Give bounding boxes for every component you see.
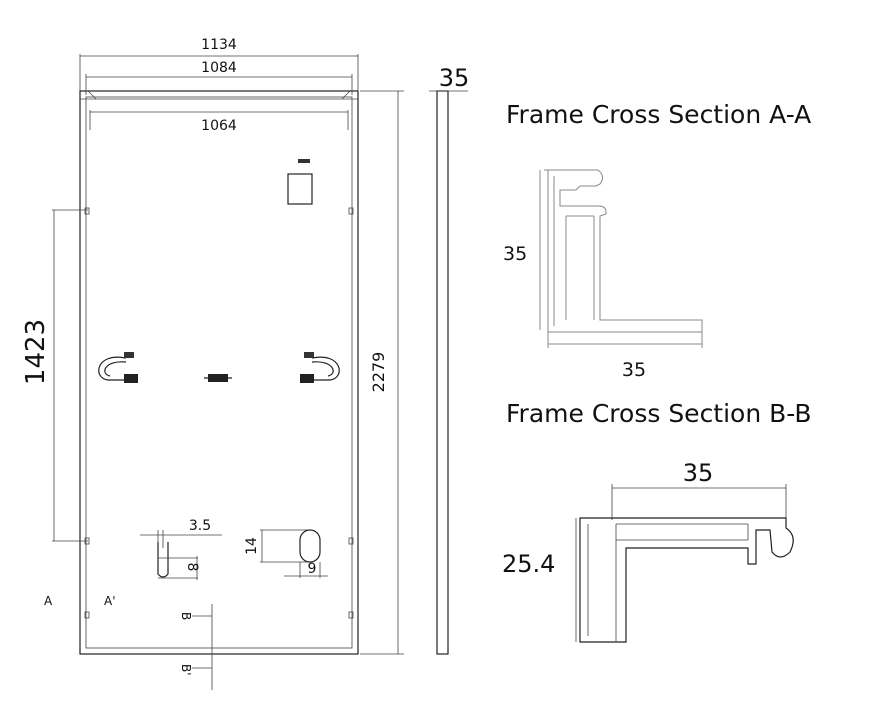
connector-center (204, 374, 232, 382)
cable-left (98, 352, 138, 383)
mount-hole-right-slot (299, 529, 321, 563)
section-marker-b-prime: B' (179, 664, 193, 676)
dim-hole-left-height: 8 (184, 563, 200, 572)
section-aa: Frame Cross Section A-A 35 35 (503, 100, 811, 381)
section-aa-title: Frame Cross Section A-A (506, 100, 811, 129)
dim-thickness: 35 (439, 64, 470, 92)
dim-bb-height: 25.4 (502, 550, 555, 578)
connector-left-top (124, 352, 134, 358)
section-bb-title: Frame Cross Section B-B (506, 399, 812, 428)
top-rail-bevel-left (87, 90, 97, 100)
panel-inner-frame (85, 96, 353, 649)
profile-aa-outline (544, 169, 703, 333)
section-marker-b: B (179, 612, 193, 620)
section-marker-a: A (44, 594, 53, 608)
cable-right (300, 352, 340, 383)
panel-outline (79, 90, 359, 655)
dim-hole-right-width: 9 (308, 561, 317, 577)
dim-hole-left-width: 3.5 (189, 518, 211, 534)
dim-width-cells: 1064 (201, 118, 237, 134)
mount-hole-left-slot (157, 542, 169, 578)
front-view: 1134 1084 1064 2279 1423 (21, 37, 404, 690)
side-profile (436, 90, 449, 655)
section-bb: Frame Cross Section B-B 35 25.4 (502, 399, 812, 643)
junction-box-label (287, 173, 313, 205)
junction-box-slot (298, 159, 310, 163)
connector-right-top (304, 352, 314, 358)
dim-hole-right-height: 14 (244, 537, 260, 555)
dim-mount-distance: 1423 (21, 319, 51, 385)
mount-hole-right-detail: 14 9 (244, 529, 328, 578)
profile-aa-inner (553, 176, 595, 326)
dim-bb-width: 35 (683, 459, 714, 487)
top-rail-bevel-right (341, 90, 351, 100)
profile-bb-outline (579, 517, 794, 643)
dim-width-total: 1134 (201, 37, 237, 53)
dim-aa-width: 35 (622, 359, 646, 381)
dim-aa-height: 35 (503, 243, 527, 265)
dim-width-inner: 1084 (201, 60, 237, 76)
dim-height-total: 2279 (369, 352, 388, 393)
frame-notch-marks (84, 207, 354, 619)
connector-right-bottom (300, 374, 314, 383)
connector-left-bottom (124, 374, 138, 383)
mount-hole-left-detail: 3.5 8 (140, 518, 222, 580)
section-marker-a-prime: A' (104, 594, 116, 608)
profile-bb-inner (587, 523, 749, 642)
side-view: 35 (429, 64, 470, 655)
